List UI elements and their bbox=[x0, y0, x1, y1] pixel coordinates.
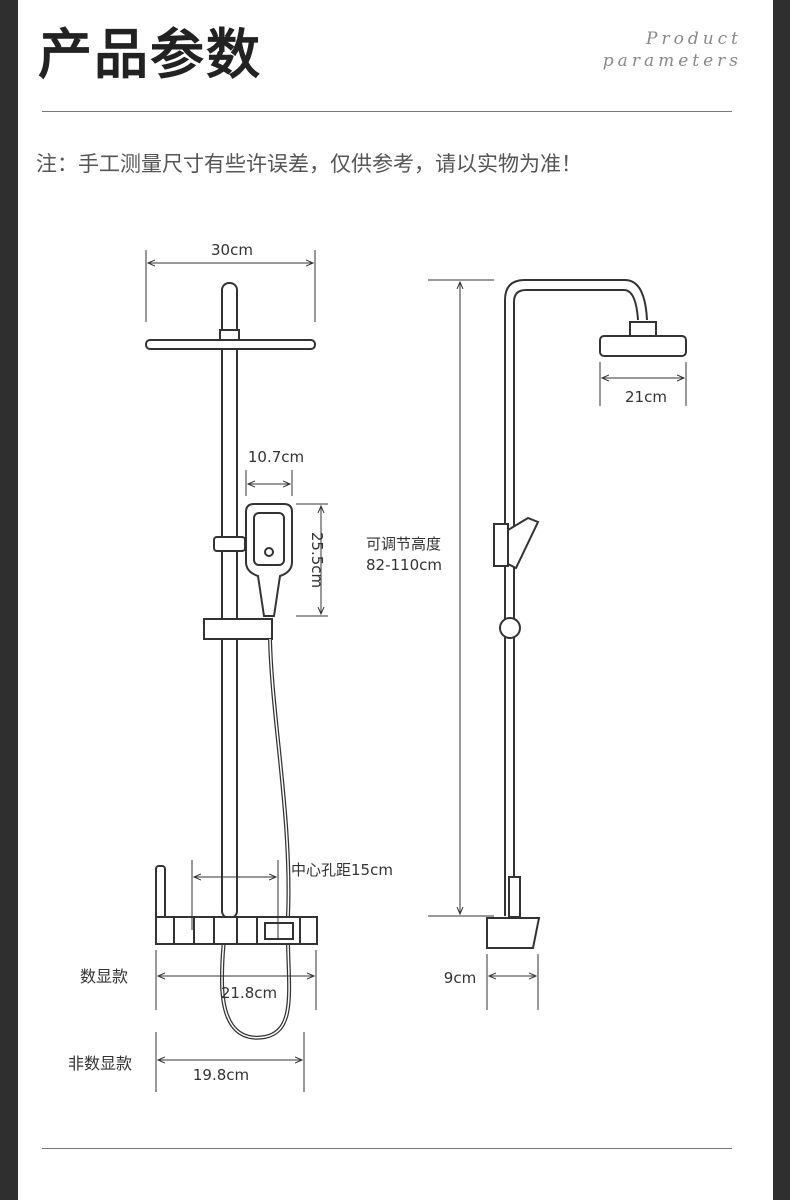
non-digital-model-label: 非数显款 bbox=[68, 1054, 132, 1073]
adjustable-height-value: 82-110cm bbox=[366, 556, 442, 574]
non-digital-width: 19.8cm bbox=[193, 1066, 249, 1084]
disclaimer-note: 注：手工测量尺寸有些许误差，仅供参考，请以实物为准！ bbox=[36, 152, 582, 176]
side-shower-width: 21cm bbox=[625, 388, 667, 406]
digital-width: 21.8cm bbox=[221, 984, 277, 1002]
adjustable-height-label: 可调节高度 bbox=[366, 535, 441, 553]
top-divider bbox=[42, 111, 732, 112]
subtitle-line2: parameters bbox=[602, 51, 742, 71]
top-shower-width: 30cm bbox=[211, 241, 253, 259]
bottom-divider bbox=[42, 1148, 732, 1149]
digital-model-label: 数显款 bbox=[80, 967, 128, 986]
handheld-width: 10.7cm bbox=[248, 448, 304, 466]
subtitle-line1: Product bbox=[646, 29, 742, 49]
side-view bbox=[486, 279, 687, 949]
page bbox=[18, 0, 773, 1200]
side-dimension-lines bbox=[428, 279, 687, 1010]
base-depth: 9cm bbox=[444, 969, 476, 987]
subtitle: Product parameters bbox=[603, 28, 742, 72]
front-view bbox=[145, 282, 318, 1040]
center-hole-distance: 中心孔距15cm bbox=[291, 861, 393, 879]
front-dimension-lines bbox=[145, 250, 328, 1092]
page-title: 产品参数 bbox=[38, 23, 262, 86]
handheld-height: 25.5cm bbox=[308, 532, 326, 588]
